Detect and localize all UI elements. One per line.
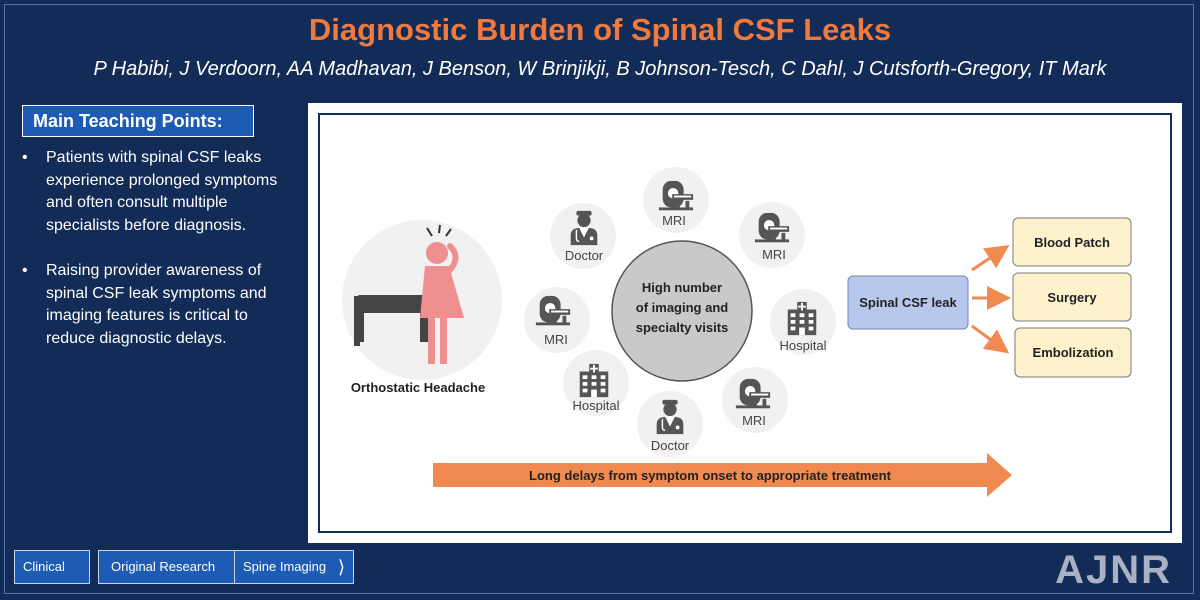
tag-original-research[interactable]: Original Research — [98, 550, 240, 584]
orthostatic-headache-patient-icon — [342, 220, 502, 380]
page-title: Diagnostic Burden of Spinal CSF Leaks — [308, 12, 892, 47]
visit-label: Hospital — [780, 338, 827, 353]
delay-arrow — [433, 453, 1012, 497]
treatment-box-blood-patch — [1012, 217, 1132, 267]
visit-doctor-upper-left: Doctor — [550, 203, 616, 269]
visit-hospital-right: Hospital — [770, 289, 836, 355]
teaching-point: Raising provider awareness of spinal CSF… — [20, 260, 290, 350]
visit-mri-left: MRI — [524, 287, 590, 353]
spine-curve-icon: ⟩ — [337, 557, 345, 577]
visit-mri-lower-right: MRI — [722, 367, 788, 433]
visit-label: Doctor — [565, 248, 604, 263]
teaching-points-heading: Main Teaching Points: — [22, 105, 254, 137]
teaching-points-list: Patients with spinal CSF leaks experienc… — [20, 147, 290, 373]
visit-label: MRI — [662, 213, 686, 228]
arrow-to-embolization — [971, 324, 1010, 354]
center-text-line: High number — [642, 280, 722, 295]
treatment-label: Embolization — [1033, 345, 1114, 360]
treatment-label: Surgery — [1047, 290, 1097, 305]
tag-spine-imaging[interactable]: Spine Imaging ⟩ — [234, 550, 354, 584]
visit-label: Hospital — [573, 398, 620, 413]
treatment-box-surgery — [1012, 272, 1132, 322]
spinal-csf-leak-box — [847, 275, 969, 330]
visit-doctor-bottom: Doctor — [637, 391, 703, 457]
treatment-label: Blood Patch — [1034, 235, 1110, 250]
teaching-point: Patients with spinal CSF leaks experienc… — [20, 147, 290, 237]
treatment-box-embolization — [1014, 327, 1132, 378]
visit-label: MRI — [742, 413, 766, 428]
tag-clinical[interactable]: Clinical — [14, 550, 90, 584]
spinal-csf-leak-label: Spinal CSF leak — [859, 295, 957, 310]
delay-label: Long delays from symptom onset to approp… — [529, 468, 892, 483]
center-text-line: of imaging and — [636, 300, 729, 315]
author-list: P Habibi, J Verdoorn, AA Madhavan, J Ben… — [93, 58, 1107, 80]
visit-mri-top: MRI — [643, 167, 709, 233]
ajnr-logo: AJNR — [1055, 548, 1172, 592]
visit-label: Doctor — [651, 438, 690, 453]
visit-label: MRI — [762, 247, 786, 262]
page-frame — [4, 4, 1194, 594]
patient-label: Orthostatic Headache — [351, 380, 485, 395]
tag-label: Clinical — [23, 559, 65, 574]
visit-label: MRI — [544, 332, 568, 347]
tag-label: Spine Imaging — [243, 559, 327, 574]
visit-hospital-lower-left: Hospital — [563, 350, 629, 416]
visit-mri-upper-right: MRI — [739, 202, 805, 268]
tag-label: Original Research — [111, 559, 216, 574]
center-text-line: specialty visits — [636, 320, 729, 335]
arrow-to-blood-patch — [971, 245, 1010, 272]
center-visits-circle — [611, 240, 753, 382]
